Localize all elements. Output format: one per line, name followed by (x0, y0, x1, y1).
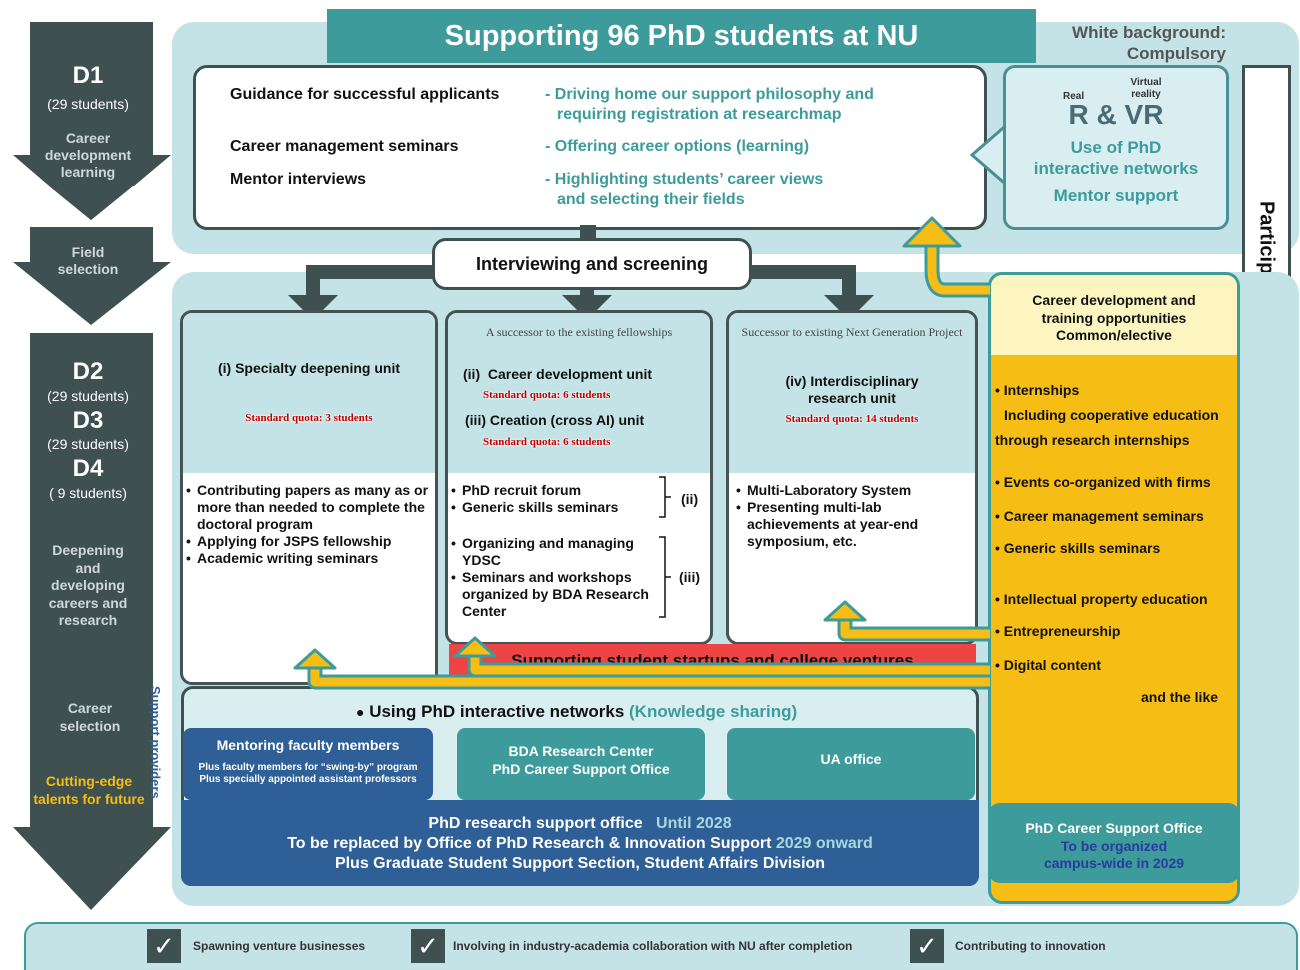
list-item: • Career management seminars (995, 508, 1204, 524)
guidance-row-3-label: Mentor interviews (230, 171, 367, 188)
page-title: Supporting 96 PhD students at NU (327, 9, 1036, 63)
rvr-pointer-arrow (970, 120, 1010, 190)
stage-d4-count: ( 9 students) (49, 485, 127, 501)
unit-4-header: Successor to existing Next Generation Pr… (741, 325, 963, 339)
list-item: • Intellectual property education (995, 591, 1208, 607)
bracket-ii-label: (ii) (681, 491, 699, 507)
unit-1-items: Contributing papers as many as or more t… (184, 482, 432, 567)
check-icon: ✓ (411, 929, 445, 963)
rvr-box (1003, 65, 1229, 230)
stage-d1-count: (29 students) (47, 96, 129, 112)
research-support-office: PhD research support office Until 2028 T… (181, 800, 979, 886)
list-item: • Events co-organized with firms (995, 474, 1211, 490)
unit-brackets (659, 476, 671, 618)
rvr-real-label: Real (1063, 91, 1085, 102)
stage-d1: D1 (72, 62, 104, 89)
stage-d3: D3 (72, 407, 104, 434)
unit-1-quota: Standard quota: 3 students (245, 412, 373, 424)
unit-2-items: PhD recruit forum Generic skills seminar… (449, 482, 659, 516)
unit-3-quota: Standard quota: 6 students (483, 436, 611, 448)
unit-2-title: (ii) Career development unit (463, 366, 653, 382)
stage-d4: D4 (72, 455, 104, 482)
list-item: Academic writing seminars (184, 550, 432, 567)
stage-d3-count: (29 students) (47, 436, 129, 452)
mentoring-faculty-box: Mentoring faculty members Plus faculty m… (183, 728, 433, 800)
list-item: and the like (1141, 689, 1219, 705)
mentoring-faculty-title: Mentoring faculty members (216, 737, 400, 753)
list-item: • Generic skills seminars (995, 540, 1161, 556)
guidance-box (193, 65, 987, 230)
list-item: Including cooperative education (1004, 407, 1219, 423)
list-item: Applying for JSPS fellowship (184, 533, 432, 550)
unit-4-items: Multi-Laboratory System Presenting multi… (734, 482, 970, 550)
support-providers-label: Support providers (148, 686, 163, 799)
interviewing-screening-box: Interviewing and screening (432, 238, 752, 290)
white-background-note: White background:Compulsory (1072, 23, 1226, 63)
outcome-3: Contributing to innovation (955, 939, 1106, 953)
list-item: PhD recruit forum (449, 482, 659, 499)
rvr-title: R & VR (1068, 99, 1164, 130)
list-item: Presenting multi-lab achievements at yea… (734, 499, 970, 550)
networks-title: ● Using PhD interactive networks (Knowle… (356, 702, 798, 721)
unit-2-quota: Standard quota: 6 students (483, 389, 611, 401)
list-item: Seminars and workshops organized by BDA … (449, 569, 661, 620)
guidance-row-2-desc: - Offering career options (learning) (545, 138, 810, 155)
ua-office-box: UA office (727, 728, 975, 800)
unit-3-items: Organizing and managing YDSC Seminars an… (449, 535, 661, 620)
unit-1-title: (i) Specialty deepening unit (217, 360, 401, 376)
list-item: Multi-Laboratory System (734, 482, 970, 499)
career-development-column (988, 272, 1240, 904)
startups-banner: Supporting student startups and college … (449, 644, 976, 678)
check-icon: ✓ (910, 929, 944, 963)
unit-4-quota: Standard quota: 14 students (785, 413, 919, 425)
list-item: • Internships (995, 382, 1080, 398)
outcome-1: Spawning venture businesses (193, 939, 366, 953)
bracket-iii-label: (iii) (679, 569, 700, 585)
guidance-row-1-label: Guidance for successful applicants (230, 86, 500, 103)
stage-d2-count: (29 students) (47, 388, 129, 404)
rvr-mentor-support: Mentor support (1053, 186, 1179, 205)
list-item: through research internships (995, 432, 1190, 448)
list-item: Contributing papers as many as or more t… (184, 482, 432, 533)
timeline-arrow (13, 22, 171, 910)
outcomes-bar (24, 922, 1298, 970)
list-item: Organizing and managing YDSC (449, 535, 661, 569)
list-item: Generic skills seminars (449, 499, 659, 516)
unit-3-title: (iii) Creation (cross AI) unit (465, 412, 645, 428)
mentoring-notes: Plus faculty members for “swing-by” prog… (198, 762, 418, 785)
list-item: • Digital content (995, 657, 1102, 673)
outcome-2: Involving in industry-academia collabora… (453, 939, 853, 953)
unit-interdisciplinary (726, 310, 978, 645)
guidance-row-2-label: Career management seminars (230, 138, 459, 155)
list-item: • Entrepreneurship (995, 623, 1121, 639)
unit-2-header: A successor to the existing fellowships (485, 325, 673, 339)
stage-d2: D2 (72, 358, 104, 385)
check-icon: ✓ (147, 929, 181, 963)
phd-career-support-office-box: PhD Career Support Office To be organize… (988, 803, 1240, 883)
guidance-row-1-desc: - Driving home our support philosophy an… (545, 86, 874, 123)
bullet-icon: ● (356, 704, 365, 720)
